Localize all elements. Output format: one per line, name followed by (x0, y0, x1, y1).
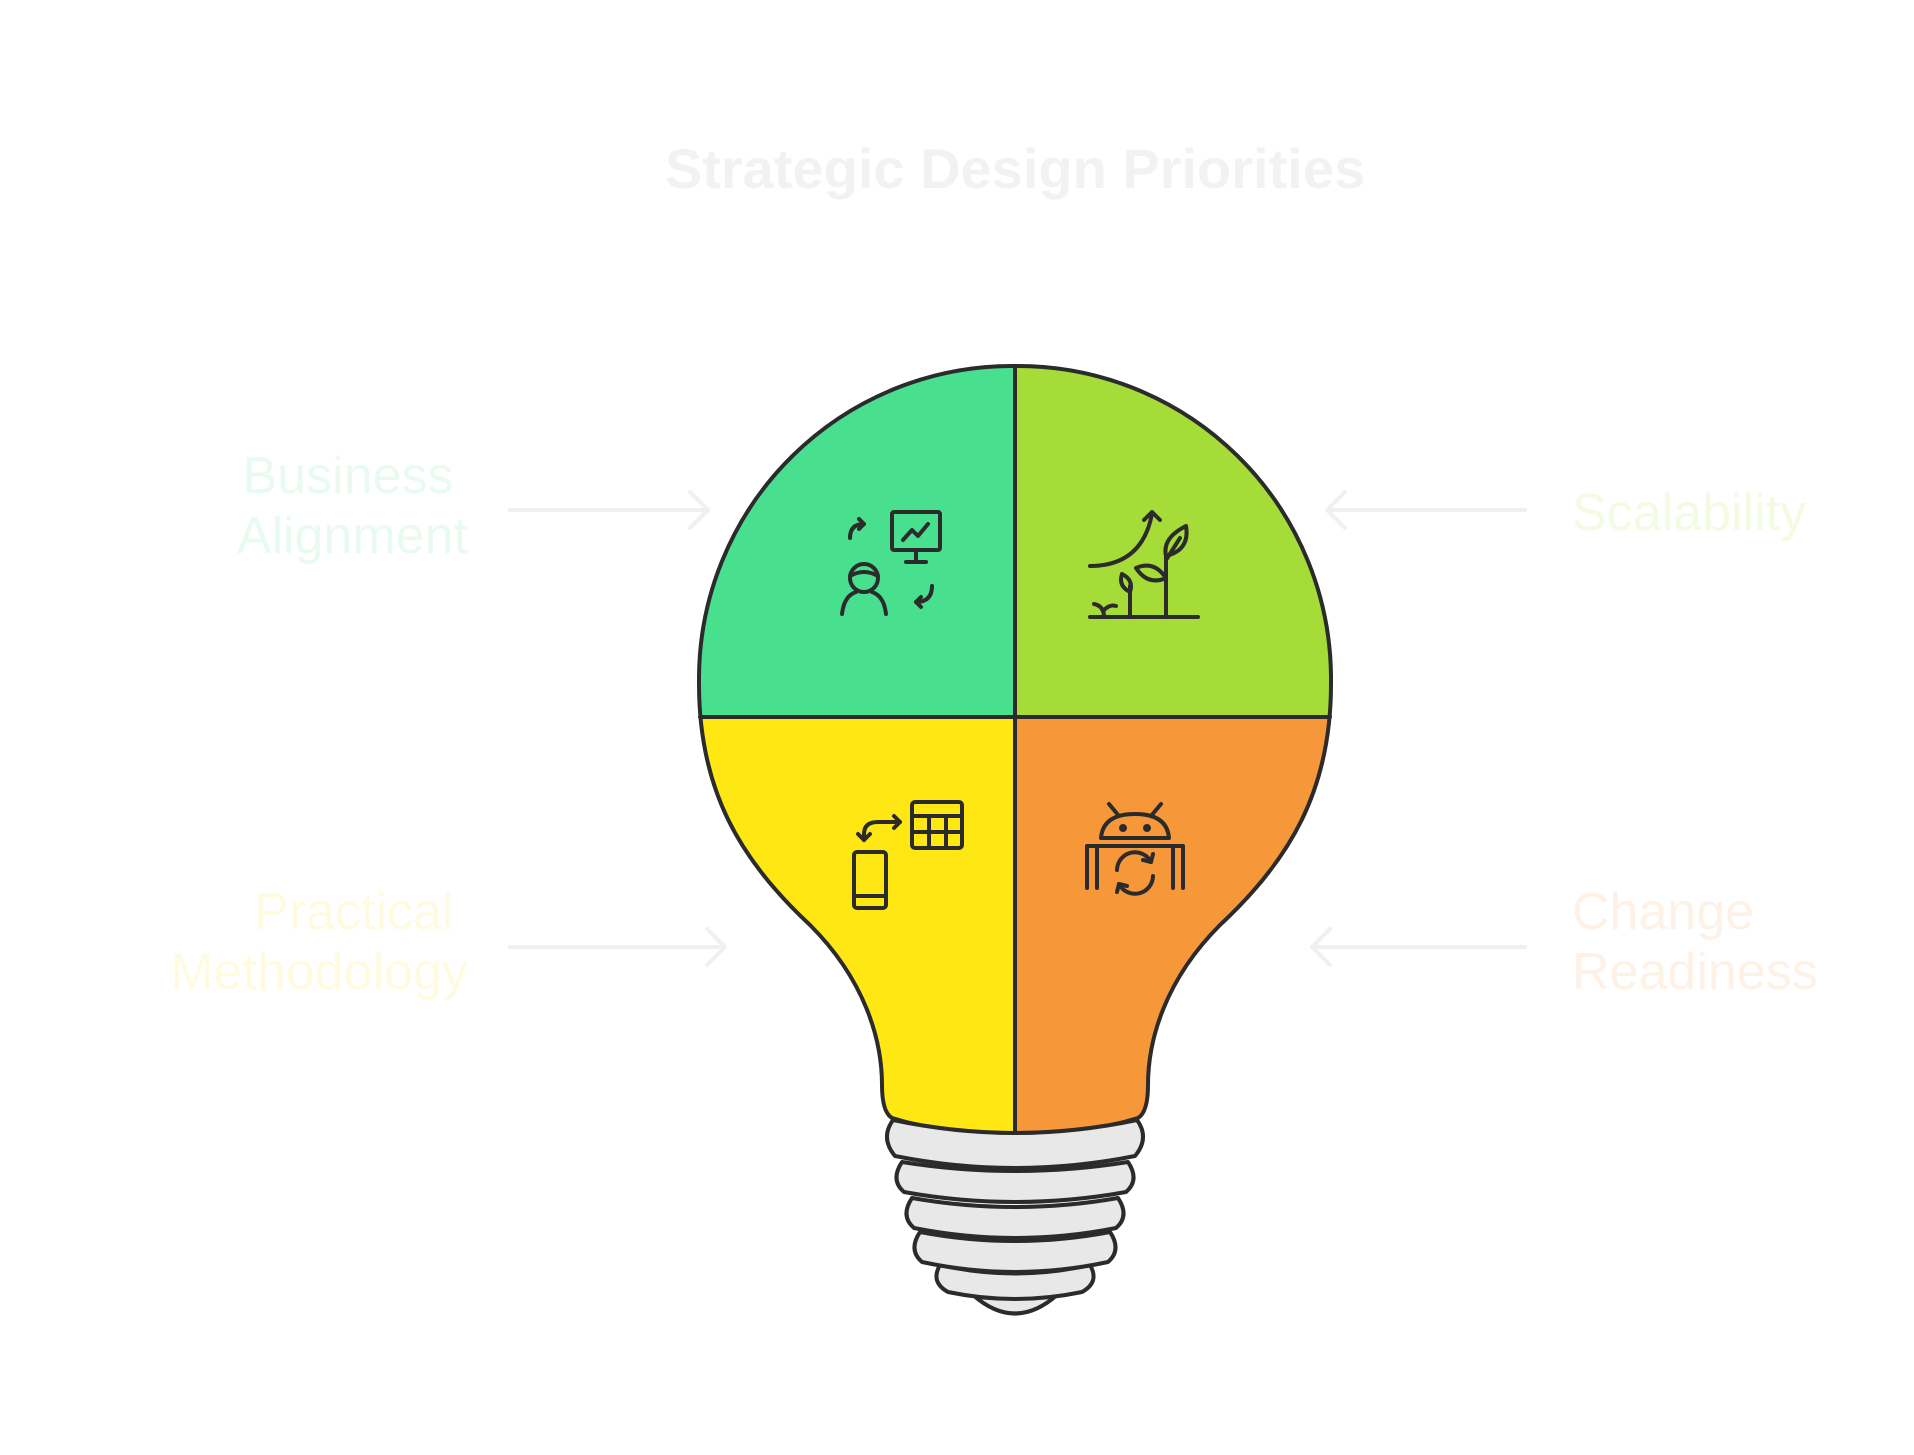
label-business-alignment-line-1: Business (243, 447, 454, 505)
label-change-readiness-line-1: Change (1572, 883, 1754, 941)
bulb-screw-base (885, 1118, 1145, 1316)
connector-arrows (508, 490, 1527, 967)
label-practical-methodology-line-2: Methodology (170, 943, 468, 1001)
base-ring-4 (912, 1230, 1118, 1274)
growing-plant-icon (1088, 510, 1200, 619)
label-practical-methodology: Practical Methodology (170, 883, 468, 1001)
label-change-readiness: Change Readiness (1572, 883, 1818, 1001)
label-practical-methodology-line-1: Practical (254, 883, 453, 941)
label-change-readiness-line-2: Readiness (1572, 943, 1818, 1001)
arrow-change-readiness (1310, 927, 1527, 967)
quadrant-practical-methodology (699, 717, 1015, 1134)
phone-table-sync-icon (852, 800, 964, 910)
base-ring-3 (904, 1196, 1126, 1240)
base-ring-1 (885, 1118, 1145, 1170)
base-ring-2 (894, 1160, 1136, 1204)
arrow-scalability (1325, 490, 1527, 530)
arrow-practical-methodology (508, 927, 727, 967)
quadrant-change-readiness (1015, 717, 1331, 1134)
label-scalability-line-1: Scalability (1572, 484, 1806, 542)
label-business-alignment-line-2: Alignment (237, 507, 469, 565)
label-scalability: Scalability (1572, 484, 1806, 542)
user-presentation-icon (840, 510, 942, 616)
arrow-business-alignment (508, 490, 710, 530)
page-title: Strategic Design Priorities (665, 137, 1365, 200)
android-refresh-icon (1085, 802, 1185, 896)
label-business-alignment: Business Alignment (237, 447, 469, 565)
